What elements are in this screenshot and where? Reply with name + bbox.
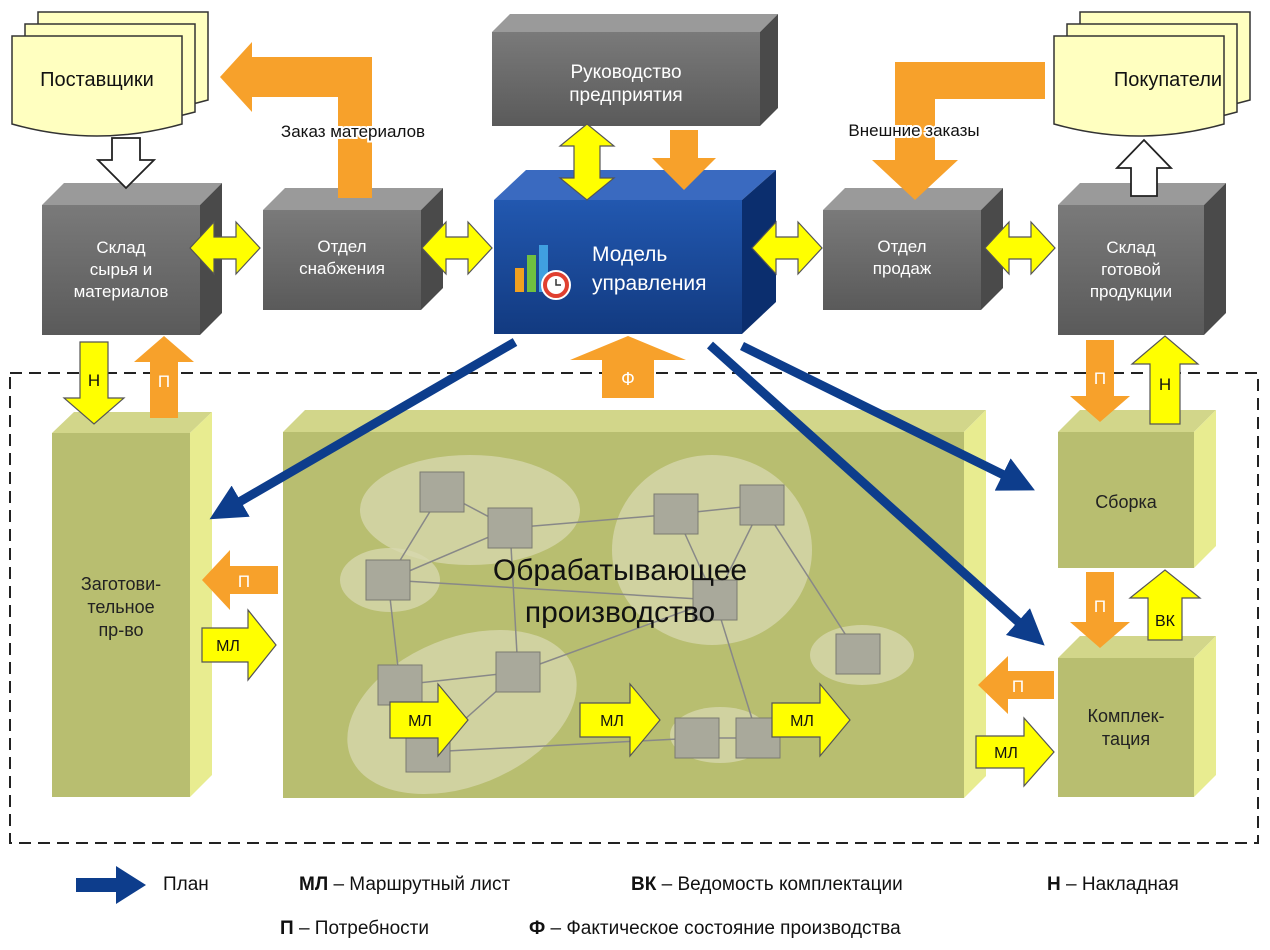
assembly-box: Сборка [1058, 410, 1216, 568]
vk-arrow-up: ВК [1128, 569, 1202, 641]
white-arrow-suppliers [95, 137, 157, 190]
n-arrow-right-up: Н [1130, 335, 1200, 425]
management-label-2: предприятия [569, 85, 682, 106]
legend-ml: МЛ – Маршрутный лист [299, 874, 511, 895]
horizontal-double-arrows [189, 220, 1056, 276]
material-order-label: Заказ материалов [281, 122, 425, 141]
management-down-arrow [652, 130, 716, 190]
suppliers-doc: Поставщики [11, 11, 209, 137]
supply-dept-box: Отдел снабжения [263, 188, 443, 310]
legend-vk: ВК – Ведомость комплектации [631, 874, 903, 895]
svg-text:МЛ: МЛ [994, 745, 1018, 762]
blank-production-box: Заготови- тельное пр-во [52, 412, 212, 797]
suppliers-label: Поставщики [40, 69, 154, 91]
p-arrow-right-down-2: П [1070, 572, 1130, 648]
svg-text:Комплек-: Комплек- [1087, 706, 1164, 726]
processing-production-box: Обрабатывающее производство [283, 410, 986, 798]
svg-text:Склад: Склад [1106, 238, 1155, 257]
ml-arrow-2 [389, 682, 469, 758]
svg-text:снабжения: снабжения [299, 259, 385, 278]
svg-text:Заготови-: Заготови- [81, 574, 161, 594]
svg-text:Склад: Склад [96, 238, 145, 257]
svg-text:МЛ: МЛ [600, 713, 624, 730]
management-model-double-arrow [558, 123, 616, 201]
svg-text:П: П [238, 572, 250, 591]
management-box: Руководство предприятия [492, 14, 778, 126]
svg-text:Ф: Ф [621, 369, 635, 389]
svg-text:материалов: материалов [74, 282, 169, 301]
ml-arrow-4 [771, 682, 851, 758]
control-model-box: Модель управления [494, 170, 776, 334]
svg-text:МЛ: МЛ [790, 713, 814, 730]
white-arrow-buyers [1114, 138, 1174, 197]
svg-text:тация: тация [1102, 729, 1150, 749]
buyers-label: Покупатели [1114, 69, 1222, 91]
svg-text:МЛ: МЛ [216, 638, 240, 655]
legend-f: Ф – Фактическое состояние производства [529, 918, 901, 939]
material-order-arrow: Заказ материалов [220, 42, 427, 198]
svg-text:тельное: тельное [87, 597, 154, 617]
external-orders-label: Внешние заказы [848, 121, 979, 140]
svg-text:готовой: готовой [1101, 260, 1161, 279]
ml-arrow-1 [201, 608, 277, 682]
ml-arrow-3 [579, 682, 661, 758]
svg-text:Отдел: Отдел [877, 237, 926, 256]
svg-text:Модель: Модель [592, 243, 667, 266]
p-arrow-left-up: П [134, 336, 194, 418]
finished-store-box: Склад готовой продукции [1058, 183, 1226, 335]
svg-text:П: П [158, 372, 170, 391]
f-arrow: Ф [570, 336, 686, 398]
svg-text:ВК: ВК [1155, 613, 1176, 630]
svg-text:Обрабатывающее: Обрабатывающее [493, 554, 747, 587]
plan-arrows [209, 338, 1045, 646]
kitting-box: Комплек- тация [1058, 636, 1216, 797]
p-arrow-blank-left: П [202, 550, 278, 610]
svg-text:Сборка: Сборка [1095, 492, 1158, 512]
legend-plan: План [163, 874, 209, 895]
legend-p: П – Потребности [280, 918, 429, 939]
production-frame [9, 372, 1259, 844]
svg-text:продаж: продаж [873, 259, 932, 278]
svg-text:Н: Н [88, 371, 100, 390]
svg-text:управления: управления [592, 272, 707, 295]
svg-text:Отдел: Отдел [317, 237, 366, 256]
sales-dept-box: Отдел продаж [823, 188, 1003, 310]
raw-store-box: Склад сырья и материалов [42, 183, 222, 335]
management-label-1: Руководство [570, 62, 681, 83]
svg-text:пр-во: пр-во [98, 620, 143, 640]
svg-text:Н: Н [1159, 375, 1171, 394]
external-orders-arrow: Внешние заказы [846, 62, 1045, 200]
plan-legend-arrow-icon [76, 866, 146, 904]
svg-text:производство: производство [525, 596, 715, 629]
chart-clock-icon [515, 245, 571, 300]
p-arrow-kitting-left: П [978, 656, 1054, 714]
svg-text:П: П [1094, 369, 1106, 388]
p-arrow-right-down: П [1070, 340, 1130, 422]
legend-n: Н – Накладная [1047, 874, 1179, 895]
buyers-doc: Покупатели [1053, 11, 1251, 137]
n-arrow-left: Н [62, 341, 126, 425]
svg-text:МЛ: МЛ [408, 713, 432, 730]
svg-text:продукции: продукции [1090, 282, 1172, 301]
svg-text:П: П [1094, 597, 1106, 616]
ml-arrow-5 [975, 716, 1055, 788]
svg-text:сырья и: сырья и [90, 260, 152, 279]
svg-text:П: П [1012, 677, 1024, 696]
